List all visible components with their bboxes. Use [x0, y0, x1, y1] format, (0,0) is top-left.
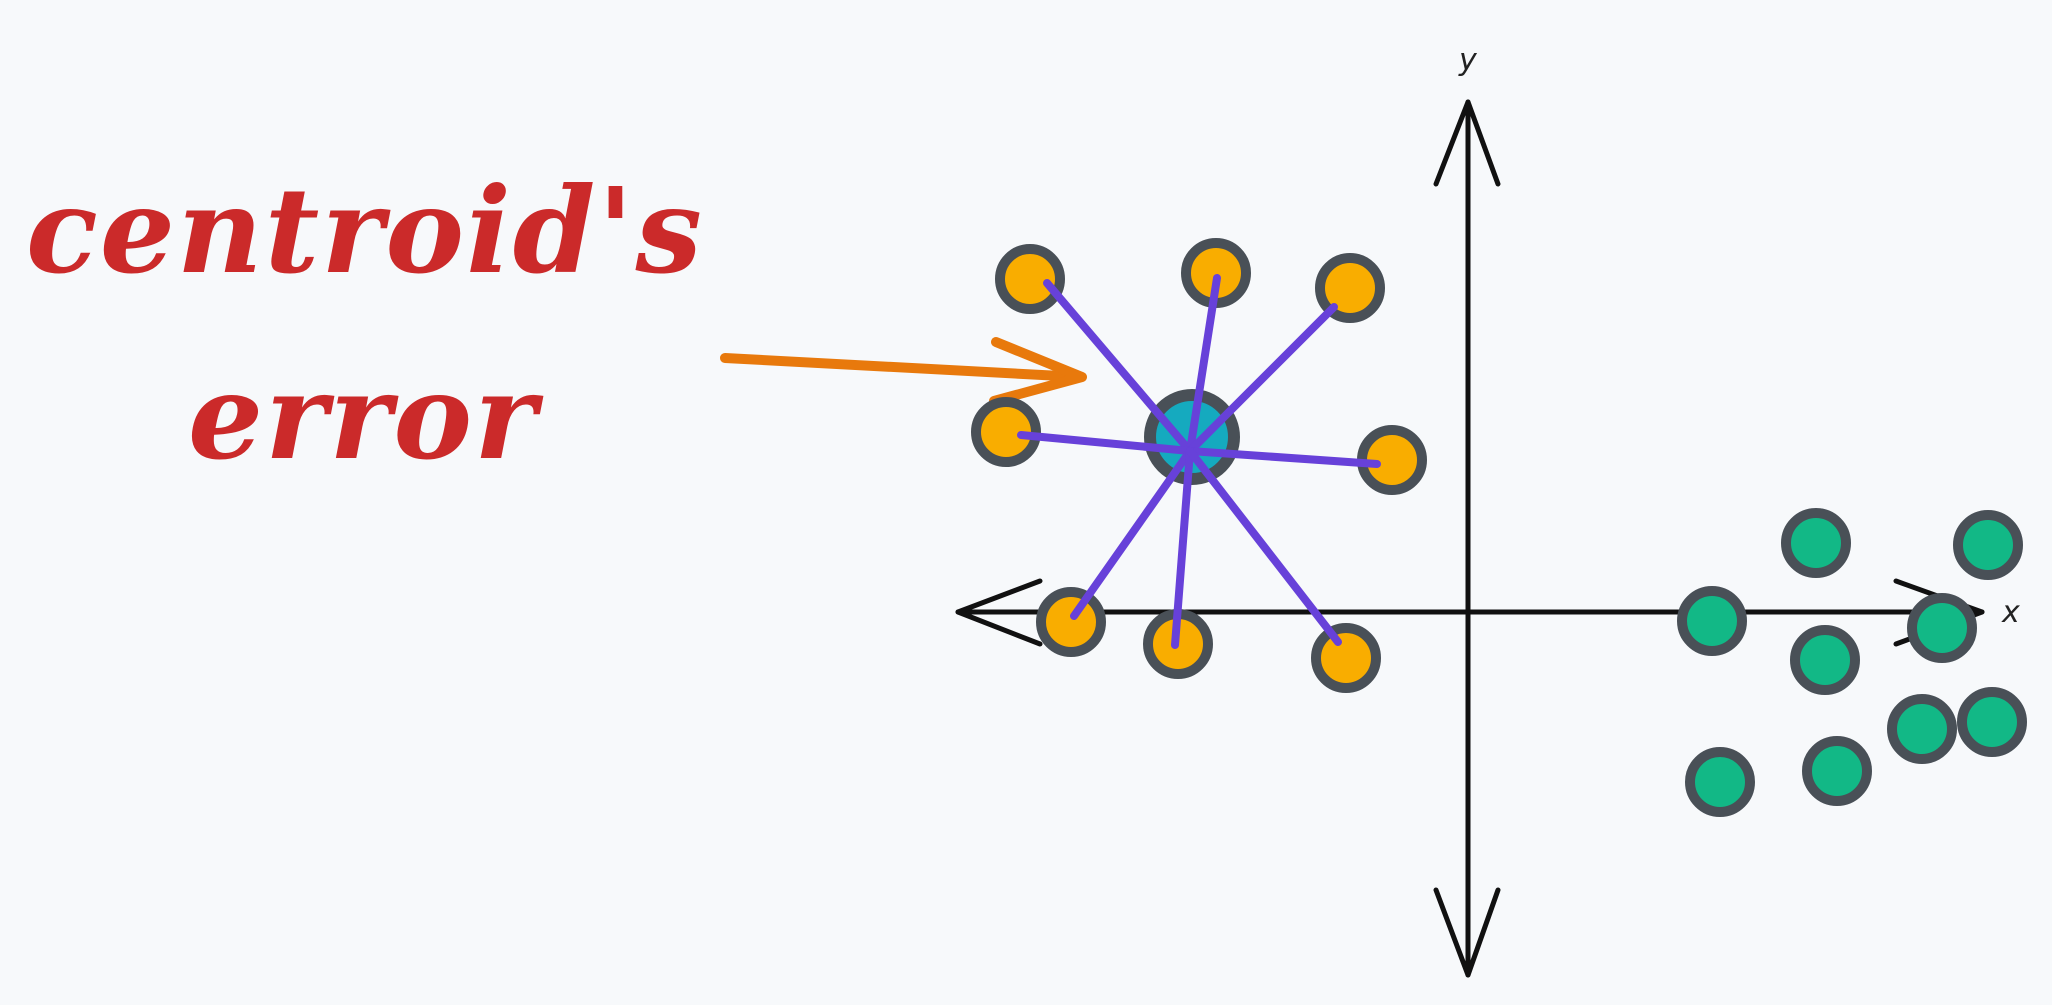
- green-point: [1802, 736, 1872, 806]
- coordinate-axes: [955, 99, 1985, 978]
- green-point: [1907, 593, 1977, 663]
- green-point: [1953, 510, 2023, 580]
- orange-point: [971, 397, 1041, 467]
- y-axis-top-arrowhead: [1433, 99, 1501, 187]
- green-point: [1781, 508, 1851, 578]
- orange-point: [1315, 253, 1385, 323]
- annotation-line-2: error: [188, 347, 539, 486]
- orange-point: [1036, 587, 1106, 657]
- error-line: [1017, 431, 1194, 455]
- annotation-line-1: centroid's: [26, 161, 704, 300]
- error-line: [1186, 274, 1221, 455]
- y-axis-bottom-arrowhead: [1433, 887, 1501, 978]
- x-axis-left-arrowhead: [955, 578, 1043, 647]
- orange-point: [995, 244, 1065, 314]
- green-point: [1887, 694, 1957, 764]
- error-line: [1186, 303, 1338, 455]
- error-lines: [1017, 274, 1381, 649]
- annotation-arrow: [720, 337, 1087, 406]
- error-line: [1043, 279, 1194, 455]
- error-line: [1186, 447, 1342, 646]
- y-axis-label: y: [1458, 43, 1478, 78]
- orange-point: [1311, 623, 1381, 693]
- x-axis-label: x: [2001, 595, 2020, 630]
- green-point: [1957, 687, 2027, 757]
- green-point: [1685, 747, 1755, 817]
- cluster-green: [1677, 508, 2027, 817]
- error-line: [1171, 447, 1194, 649]
- green-point: [1677, 586, 1747, 656]
- error-line: [1070, 447, 1194, 620]
- error-line: [1186, 447, 1381, 468]
- green-point: [1790, 625, 1860, 695]
